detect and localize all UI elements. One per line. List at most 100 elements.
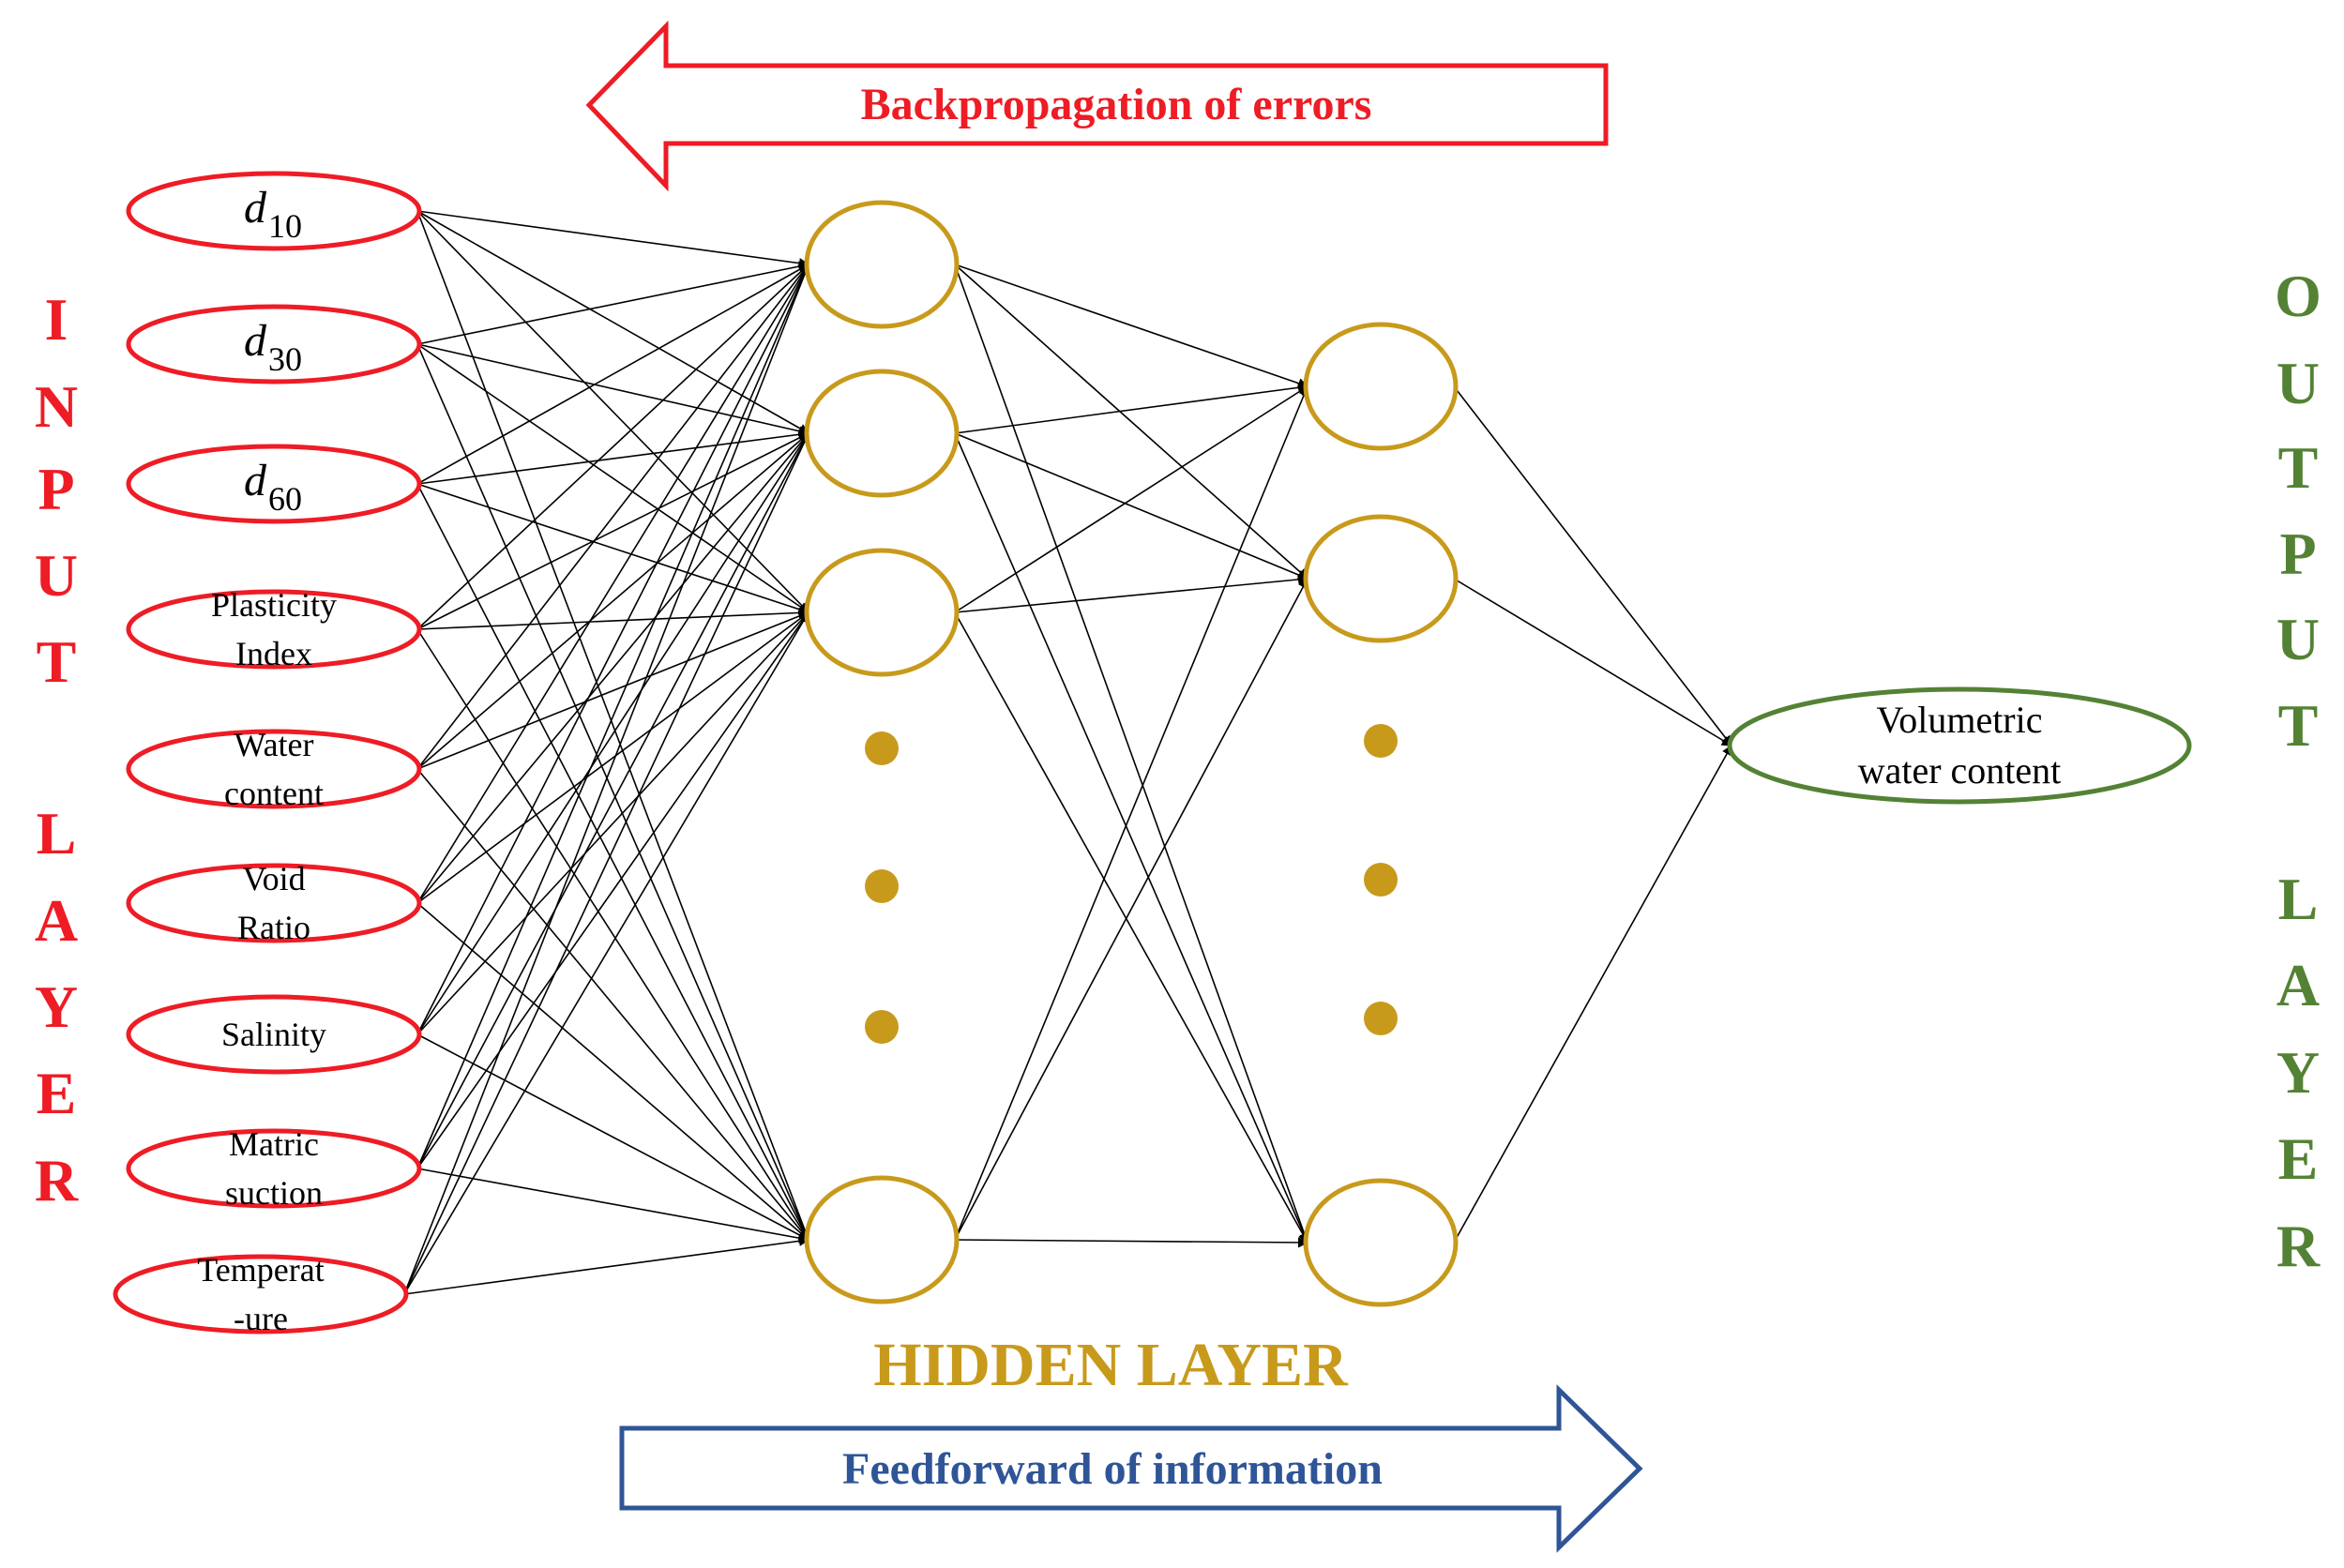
input-layer-title-letter: I bbox=[45, 286, 68, 353]
ellipsis-dot bbox=[865, 731, 899, 765]
connection-input-8-hidden1-3 bbox=[403, 1235, 810, 1295]
connection-input-1-hidden1-0 bbox=[416, 261, 810, 345]
input-node-label: Temperat bbox=[197, 1251, 324, 1289]
feedforward-label: Feedforward of information bbox=[842, 1444, 1383, 1494]
hidden-layer-2-nodes bbox=[1303, 322, 1459, 1307]
input-node-subscript: 60 bbox=[268, 480, 302, 518]
output-layer-title-letter: O bbox=[2275, 263, 2321, 329]
connection-hidden2-1-output bbox=[1453, 578, 1732, 746]
connection-input-5-hidden1-1 bbox=[416, 432, 809, 904]
input-node-label: d bbox=[244, 316, 267, 366]
input-layer-title-letter: E bbox=[37, 1060, 77, 1126]
input-node-label: Ratio bbox=[237, 909, 310, 946]
feedforward-arrow-shape bbox=[619, 1384, 1643, 1553]
connection-hidden1-2-hidden2-0 bbox=[954, 385, 1308, 613]
input-node-ellipse bbox=[126, 444, 422, 524]
connection-input-1-hidden1-3 bbox=[416, 343, 810, 1242]
input-node-ellipse bbox=[126, 1128, 422, 1209]
input-node-label: -ure bbox=[234, 1300, 288, 1337]
ellipsis-dot bbox=[1364, 863, 1398, 897]
input-node-ellipse bbox=[126, 729, 422, 809]
connection-input-8-hidden1-0 bbox=[403, 263, 810, 1295]
input-node: Water content bbox=[126, 726, 422, 812]
hidden-node bbox=[804, 1175, 960, 1304]
ellipsis-dot bbox=[865, 1010, 899, 1044]
hidden-node bbox=[804, 548, 960, 677]
connection-input-0-hidden1-1 bbox=[416, 210, 809, 434]
ellipsis-dot bbox=[1364, 1002, 1398, 1035]
input-node-subscript: 10 bbox=[268, 207, 302, 245]
input-node-label: Water bbox=[234, 726, 313, 763]
connections bbox=[403, 210, 1732, 1295]
connection-input-0-hidden1-2 bbox=[416, 210, 809, 613]
input-node-label: Matric bbox=[229, 1125, 319, 1163]
output-layer-title-letter: Y bbox=[2276, 1039, 2320, 1106]
output-layer-title-letter: A bbox=[2276, 952, 2320, 1018]
connection-input-7-hidden1-3 bbox=[416, 1168, 810, 1244]
input-node-label: Salinity bbox=[221, 1016, 326, 1053]
ellipsis-dot bbox=[865, 869, 899, 903]
hidden-node bbox=[1303, 514, 1459, 643]
input-node-label: Index bbox=[235, 635, 312, 672]
input-node-label: suction bbox=[225, 1174, 323, 1212]
connection-input-6-hidden1-3 bbox=[416, 1033, 809, 1241]
output-layer-title-letter: T bbox=[2278, 434, 2319, 501]
connection-input-7-hidden1-1 bbox=[416, 432, 809, 1169]
input-layer-title-letter: R bbox=[35, 1147, 79, 1214]
connection-hidden1-2-hidden2-1 bbox=[954, 574, 1309, 613]
input-layer-title-letter: Y bbox=[35, 973, 78, 1040]
connection-hidden1-3-hidden2-0 bbox=[954, 384, 1309, 1241]
input-node-ellipse bbox=[126, 863, 422, 943]
connection-input-6-hidden1-1 bbox=[416, 432, 809, 1035]
hidden-node bbox=[804, 200, 960, 329]
connection-input-4-hidden1-0 bbox=[416, 264, 809, 770]
input-node-ellipse bbox=[126, 304, 422, 384]
connection-input-2-hidden1-2 bbox=[416, 483, 810, 615]
output-layer-title-letter: E bbox=[2278, 1125, 2319, 1192]
input-node: Matric suction bbox=[126, 1125, 422, 1212]
connection-input-5-hidden1-2 bbox=[416, 611, 809, 904]
connection-input-5-hidden1-0 bbox=[416, 264, 809, 904]
connection-hidden1-3-hidden2-2 bbox=[954, 1237, 1309, 1248]
input-node-label: Plasticity bbox=[211, 586, 337, 624]
output-layer-title-letter: U bbox=[2276, 606, 2320, 672]
connection-hidden1-0-hidden2-1 bbox=[954, 264, 1308, 580]
connection-input-6-hidden1-0 bbox=[416, 264, 809, 1035]
connection-input-1-hidden1-2 bbox=[416, 343, 809, 613]
backpropagation-label: Backpropagation of errors bbox=[861, 80, 1372, 129]
connection-hidden1-0-hidden2-0 bbox=[954, 264, 1309, 388]
connection-input-7-hidden1-2 bbox=[416, 611, 809, 1169]
connection-input-5-hidden1-3 bbox=[416, 902, 809, 1241]
hidden-layer-1-nodes bbox=[804, 200, 960, 1304]
connection-hidden1-3-hidden2-1 bbox=[954, 578, 1308, 1241]
hidden-layer-title: HIDDEN LAYER bbox=[873, 1331, 1349, 1399]
output-layer-title-letter: R bbox=[2276, 1213, 2321, 1279]
ellipsis-dot bbox=[1364, 724, 1398, 758]
input-node-ellipse bbox=[126, 589, 422, 670]
output-node-label: Volumetric bbox=[1876, 699, 2042, 741]
input-node-ellipse bbox=[113, 1254, 409, 1334]
input-node-label: content bbox=[224, 775, 324, 812]
feedforward-arrow: Feedforward of information bbox=[619, 1384, 1643, 1553]
connection-hidden2-0-output bbox=[1453, 385, 1732, 746]
input-node-label: Void bbox=[242, 860, 305, 897]
input-node: Temperat -ure bbox=[113, 1251, 409, 1337]
input-layer-title-letter: A bbox=[35, 887, 78, 954]
input-layer-title-letter: P bbox=[38, 456, 74, 522]
connection-input-2-hidden1-3 bbox=[416, 483, 809, 1241]
output-layer-title-letter: P bbox=[2279, 520, 2316, 587]
connection-input-3-hidden1-1 bbox=[416, 432, 810, 630]
connection-input-7-hidden1-0 bbox=[416, 263, 810, 1169]
backpropagation-arrow: Backpropagation of errors bbox=[585, 20, 1609, 192]
ellipsis-dots bbox=[865, 724, 1398, 1044]
connection-hidden1-0-hidden2-2 bbox=[954, 264, 1309, 1244]
connection-input-3-hidden1-2 bbox=[416, 607, 810, 630]
connection-hidden1-2-hidden2-2 bbox=[954, 611, 1308, 1244]
